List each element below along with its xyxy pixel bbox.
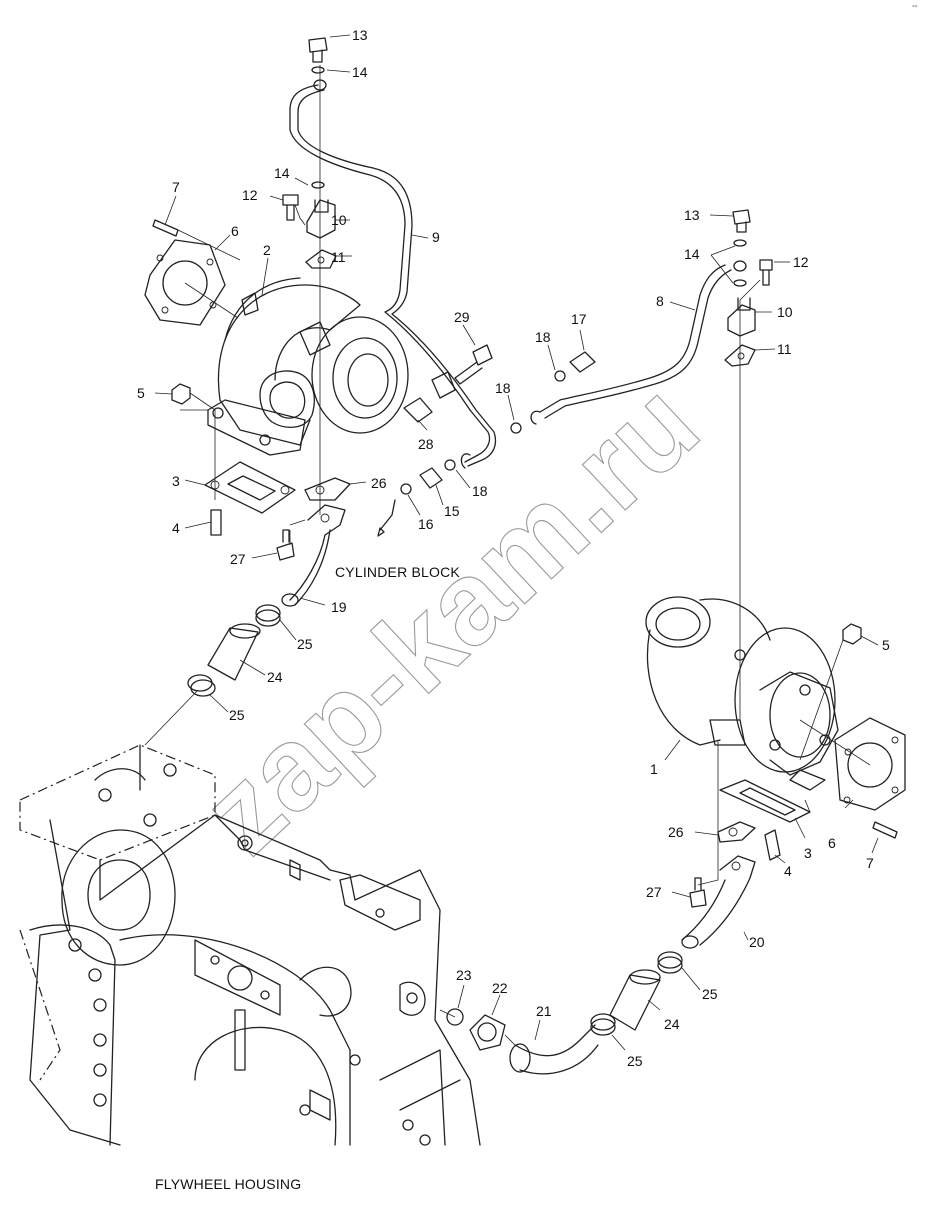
small-hardware	[152, 37, 898, 908]
callout-17: 17	[571, 311, 587, 327]
callout-29: 29	[454, 309, 470, 325]
callout-9: 9	[432, 229, 440, 245]
callout-2: 2	[263, 242, 271, 258]
callout-7-right: 7	[866, 855, 874, 871]
callout-24-lower: 24	[664, 1016, 680, 1032]
callout-25-left: 25	[229, 707, 245, 723]
callout-14-left: 14	[274, 165, 290, 181]
callout-5-left: 5	[137, 385, 145, 401]
flywheel-housing-drawing	[19, 744, 481, 1146]
leader-lines	[144, 34, 879, 1051]
callout-12-right: 12	[793, 254, 809, 270]
callout-18-upper: 18	[495, 380, 511, 396]
corner-mark: °°	[912, 4, 918, 12]
callout-10-left: 10	[331, 212, 347, 228]
callout-10-right: 10	[777, 304, 793, 320]
callout-13-top-left: 13	[352, 27, 368, 43]
turbocharger-left	[207, 277, 409, 456]
callout-14-right: 14	[684, 246, 700, 262]
callout-6-right: 6	[828, 835, 836, 851]
callout-13-right: 13	[684, 207, 700, 223]
callout-11-left: 11	[331, 249, 346, 265]
callout-11-right: 11	[777, 341, 792, 357]
callout-14-top-left: 14	[352, 64, 368, 80]
callout-25-upper: 25	[297, 636, 313, 652]
callout-4-left: 4	[172, 520, 180, 536]
callout-23: 23	[456, 967, 472, 983]
oil-drain-pipes	[187, 504, 756, 1075]
flywheel-housing-label: FLYWHEEL HOUSING	[155, 1176, 301, 1192]
callout-16: 16	[418, 516, 434, 532]
callout-18-lower: 18	[472, 483, 488, 499]
callout-21: 21	[536, 1003, 552, 1019]
callout-3-left: 3	[172, 473, 180, 489]
callout-1: 1	[650, 761, 658, 777]
callout-28: 28	[418, 436, 434, 452]
callout-24-upper: 24	[267, 669, 283, 685]
callout-20: 20	[749, 934, 765, 950]
callout-4-right: 4	[784, 863, 792, 879]
callout-numbers: 13 14 14 12 10 11 9 7 6 2 5 3 4 27 26 29…	[137, 27, 890, 1069]
callout-6-left: 6	[231, 223, 239, 239]
callout-18-right: 18	[535, 329, 551, 345]
callout-19: 19	[331, 599, 347, 615]
callout-15: 15	[444, 503, 460, 519]
callout-5-right: 5	[882, 637, 890, 653]
callout-25-right: 25	[702, 986, 718, 1002]
callout-12-left: 12	[242, 187, 258, 203]
callout-25-lower: 25	[627, 1053, 643, 1069]
callout-26-right: 26	[668, 824, 684, 840]
cylinder-block-label: CYLINDER BLOCK	[335, 564, 460, 580]
callout-3-right: 3	[804, 845, 812, 861]
callout-22: 22	[492, 980, 508, 996]
callout-8: 8	[656, 293, 664, 309]
callout-27-left: 27	[230, 551, 246, 567]
callout-27-right: 27	[646, 884, 662, 900]
callout-7-left: 7	[172, 179, 180, 195]
callout-26-left: 26	[371, 475, 387, 491]
oil-feed-pipes	[289, 79, 747, 467]
turbocharger-right	[645, 596, 839, 791]
